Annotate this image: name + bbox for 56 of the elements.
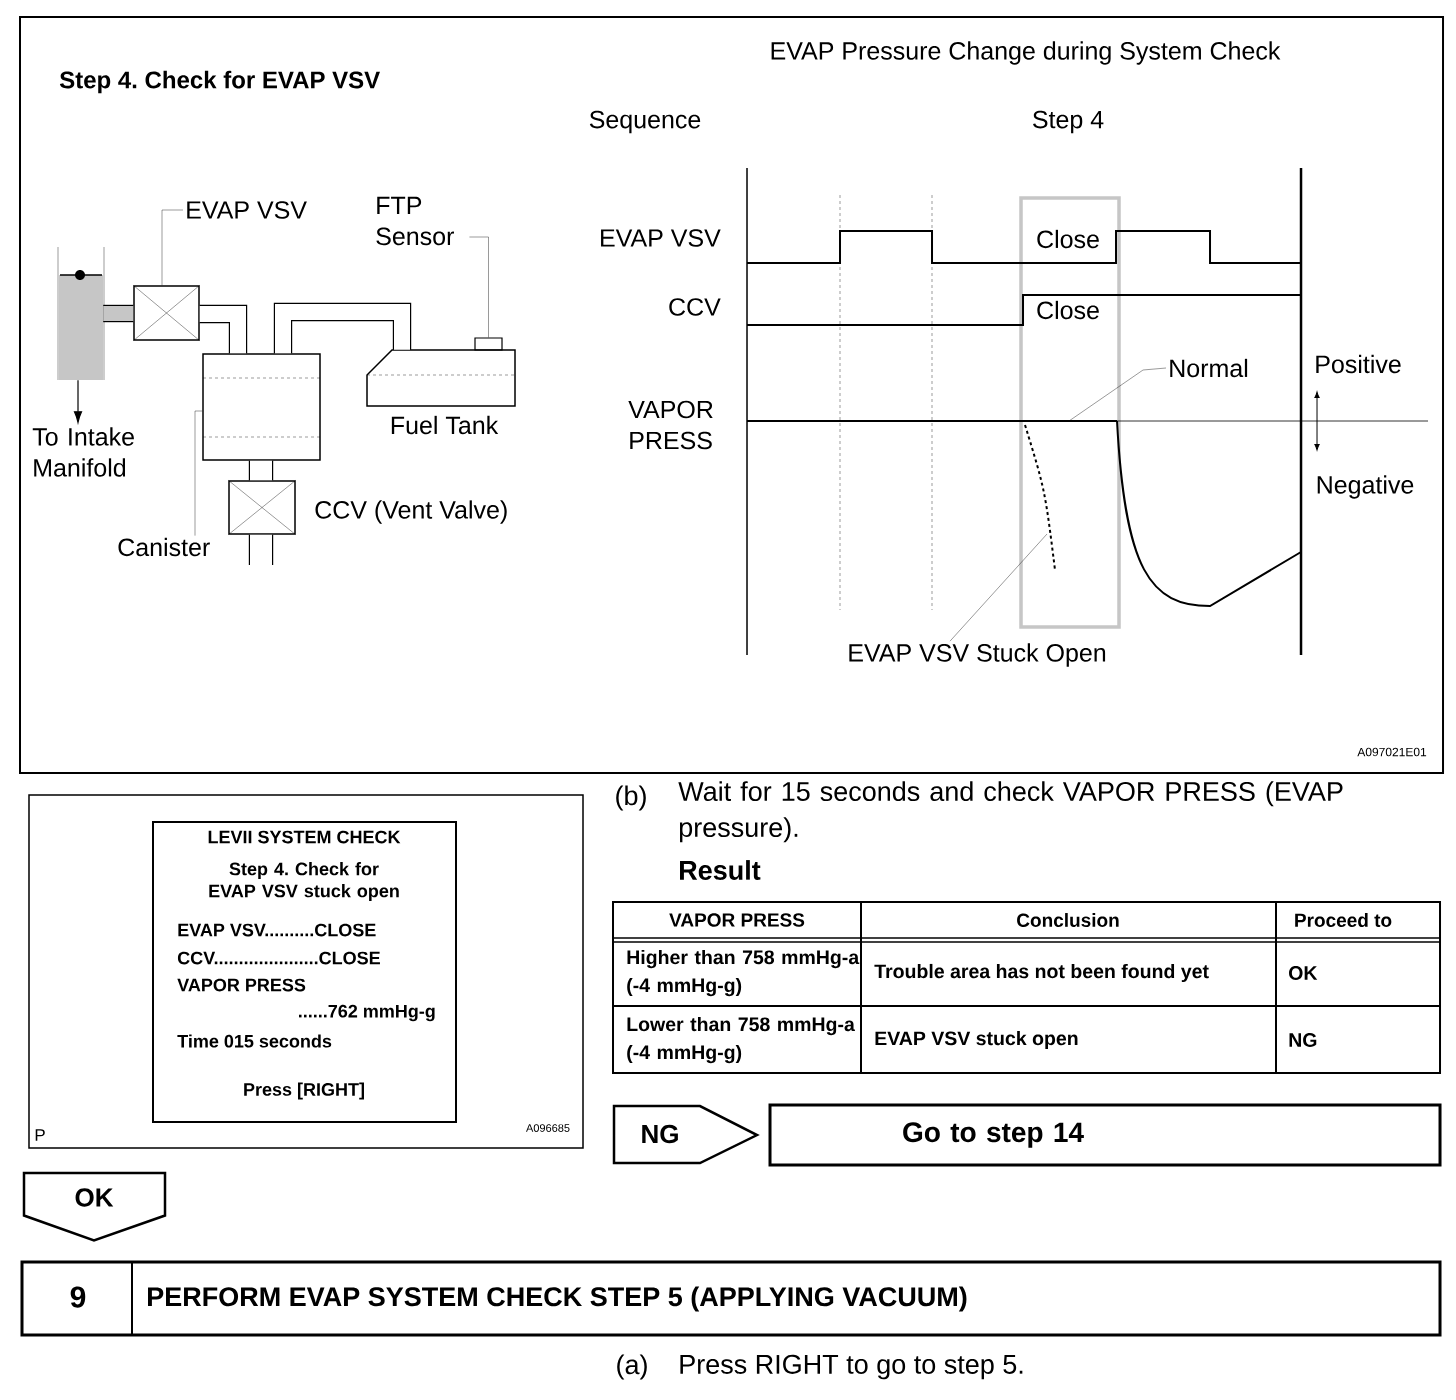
signal-name: CCV [669,298,721,316]
valve-box [228,480,296,535]
chart-title: EVAP Pressure Change during System Check [771,41,1281,65]
step-bar: 9 PERFORM EVAP SYSTEM CHECK STEP 5 (APPLYING VACUUM) [20,1260,1442,1337]
arrow [73,379,83,423]
state-label: Close [1037,300,1099,320]
pipe [248,460,274,481]
leader-line [949,533,1048,642]
instruction-text: Wait for 15 seconds and check VAPOR PRESS (EVAP pressure). [678,781,1343,843]
pipe [103,304,134,323]
leader-line [194,410,203,536]
result-heading: Result [680,860,761,880]
valve-box [133,285,200,341]
leader-line [161,209,184,286]
column-heading: Step 4 [1033,110,1104,134]
cell-text: EVAP VSV stuck open [875,1030,1078,1050]
pipe [273,302,412,354]
edge-label: OK [75,1188,114,1207]
canister-box [202,353,321,461]
sensor-box [474,337,503,351]
curve-label: EVAP VSV Stuck Open [849,643,1106,667]
component-label: FTP Sensor [376,196,454,246]
state-label: Close [1037,229,1099,249]
curve-label: Normal [1170,358,1248,378]
cell-text: NG [1289,1033,1317,1047]
cell-text: Higher than 758 mmHg-a (-4 mmHg-g) [627,949,860,997]
part-label: CCV (Vent Valve) [315,500,507,524]
header-text: Proceed to [1295,913,1392,927]
axis-label: Positive [1316,354,1401,374]
fuel-tank [366,349,516,407]
heading: Step 4. Check for EVAP VSV [59,70,380,94]
screen-display: LEVII SYSTEM CHECK Step 4. Check for EVAP VSV stuck open EVAP VSV..........CLOSE CCV.....................CLOSE VAPOR PRESS ......762 mmHg-g Time 015 seconds Press [RIGHT] [152,821,457,1123]
header-text: Conclusion [1017,913,1119,927]
leader-line [1068,367,1167,422]
panel-letter: P [35,1129,45,1141]
pipe [199,304,248,354]
component-label: Canister [118,537,210,557]
item-letter: (b) [616,785,646,811]
figure-id: A096685 [526,1124,570,1132]
part-label: Fuel Tank [391,415,499,435]
column-heading: Sequence [589,110,701,134]
header-text: VAPOR PRESS [669,913,805,927]
component-label: EVAP VSV [187,201,307,219]
axis-label: Negative [1317,475,1414,499]
result-box: Go to step 14 [768,1103,1442,1167]
leader-line [469,236,489,338]
cell-text: Lower than 758 mmHg-a (-4 mmHg-g) [627,1016,855,1064]
intake-manifold [57,246,105,381]
chevron-arrow [22,1171,167,1242]
cell-text: Trouble area has not been found yet [874,963,1209,983]
signal-name: VAPOR PRESS [628,400,713,450]
component-label: To Intake Manifold [32,427,134,477]
signal-name: EVAP VSV [601,229,721,247]
pipe [248,534,274,565]
figure-id: A097021E01 [1357,747,1427,757]
cell-text: OK [1289,966,1318,980]
